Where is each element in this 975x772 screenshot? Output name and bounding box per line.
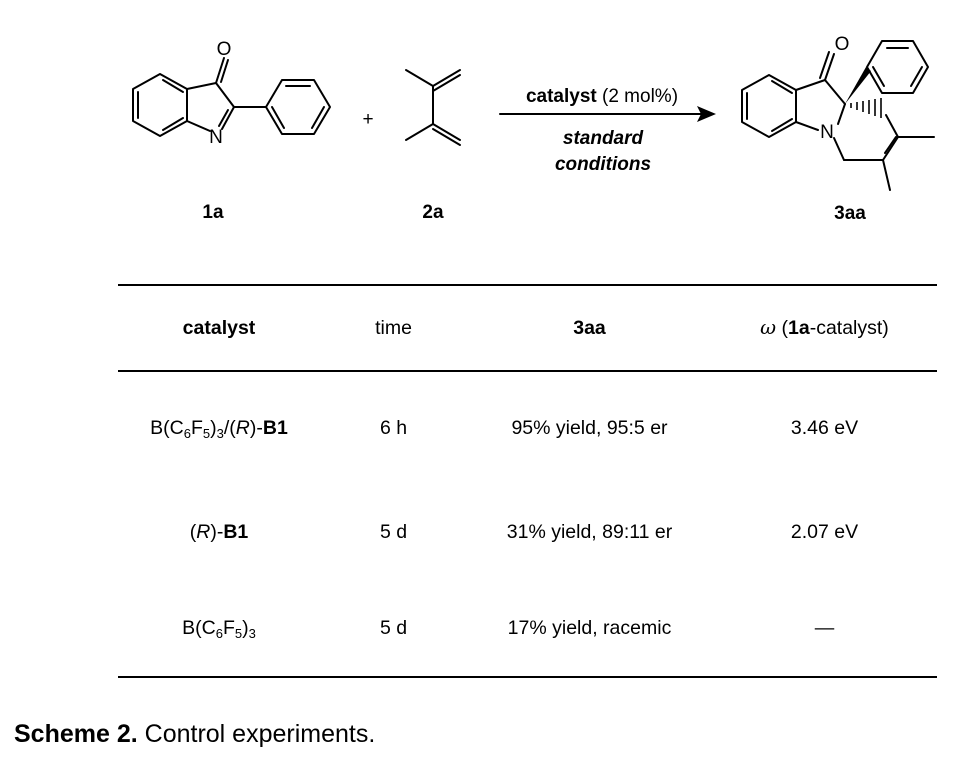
cell-result: 31% yield, 89:11 er <box>506 520 673 543</box>
catalyst-loading: (2 mol%) <box>597 86 678 107</box>
wedge-bond-icon <box>845 67 871 104</box>
cell-catalyst: B(C6F5)3/(R)-B1 <box>150 416 288 441</box>
caption-label: Scheme 2. <box>14 720 138 748</box>
cell-result: 95% yield, 95:5 er <box>511 416 668 439</box>
structure-2a <box>405 69 461 146</box>
nitrogen-atom-label: N <box>209 127 223 148</box>
table-row: (R)-B1 5 d 31% yield, 89:11 er 2.07 eV <box>118 484 937 580</box>
compound-label-1a: 1a <box>202 202 224 223</box>
plus-sign: + <box>362 109 373 130</box>
compound-label-3aa: 3aa <box>834 203 866 224</box>
hash-bond-icon <box>850 98 882 118</box>
cell-catalyst: (R)-B1 <box>189 520 249 543</box>
oxygen-atom-label: O <box>835 34 850 55</box>
nitrogen-atom-label: N <box>820 122 834 143</box>
header-catalyst: catalyst <box>182 316 256 339</box>
arrow-condition-line2: conditions <box>555 154 651 175</box>
compound-label-2a: 2a <box>422 202 444 223</box>
table-bottom-rule <box>118 676 937 678</box>
cell-omega: 3.46 eV <box>790 416 859 439</box>
header-product: 3aa <box>573 316 606 339</box>
cell-catalyst: B(C6F5)3 <box>182 616 256 641</box>
cell-time: 5 d <box>379 616 408 639</box>
arrow-condition-top: catalyst (2 mol%) <box>526 86 678 107</box>
table-header-row: catalyst time 3aa ω (1a-catalyst) <box>118 286 937 371</box>
catalyst-label: catalyst <box>526 86 597 107</box>
header-omega: ω (1a-catalyst) <box>760 316 889 339</box>
structure-1a <box>132 57 331 137</box>
arrowhead-icon <box>697 106 716 122</box>
cell-omega: 2.07 eV <box>790 520 859 543</box>
caption-text: Control experiments. <box>137 720 376 748</box>
cell-result: 17% yield, racemic <box>507 616 672 639</box>
structure-3aa <box>741 40 935 191</box>
oxygen-atom-label: O <box>217 39 232 60</box>
cell-time: 6 h <box>379 416 408 439</box>
results-table-container: catalyst time 3aa ω (1a-catalyst) B(C6F5… <box>118 284 937 678</box>
arrow-condition-line1: standard <box>563 128 644 149</box>
scheme-caption: Scheme 2. Control experiments. <box>14 720 375 749</box>
omega-symbol: ω <box>760 316 777 339</box>
cell-time: 5 d <box>379 520 408 543</box>
table-row: B(C6F5)3 5 d 17% yield, racemic — <box>118 580 937 676</box>
header-time: time <box>375 316 412 339</box>
results-table: catalyst time 3aa ω (1a-catalyst) B(C6F5… <box>118 286 937 676</box>
table-top-rule <box>118 284 937 286</box>
reaction-scheme: O N O N + catalyst (2 mol%) standard con… <box>132 34 935 224</box>
table-row: B(C6F5)3/(R)-B1 6 h 95% yield, 95:5 er 3… <box>118 371 937 484</box>
cell-omega: — <box>814 616 835 639</box>
